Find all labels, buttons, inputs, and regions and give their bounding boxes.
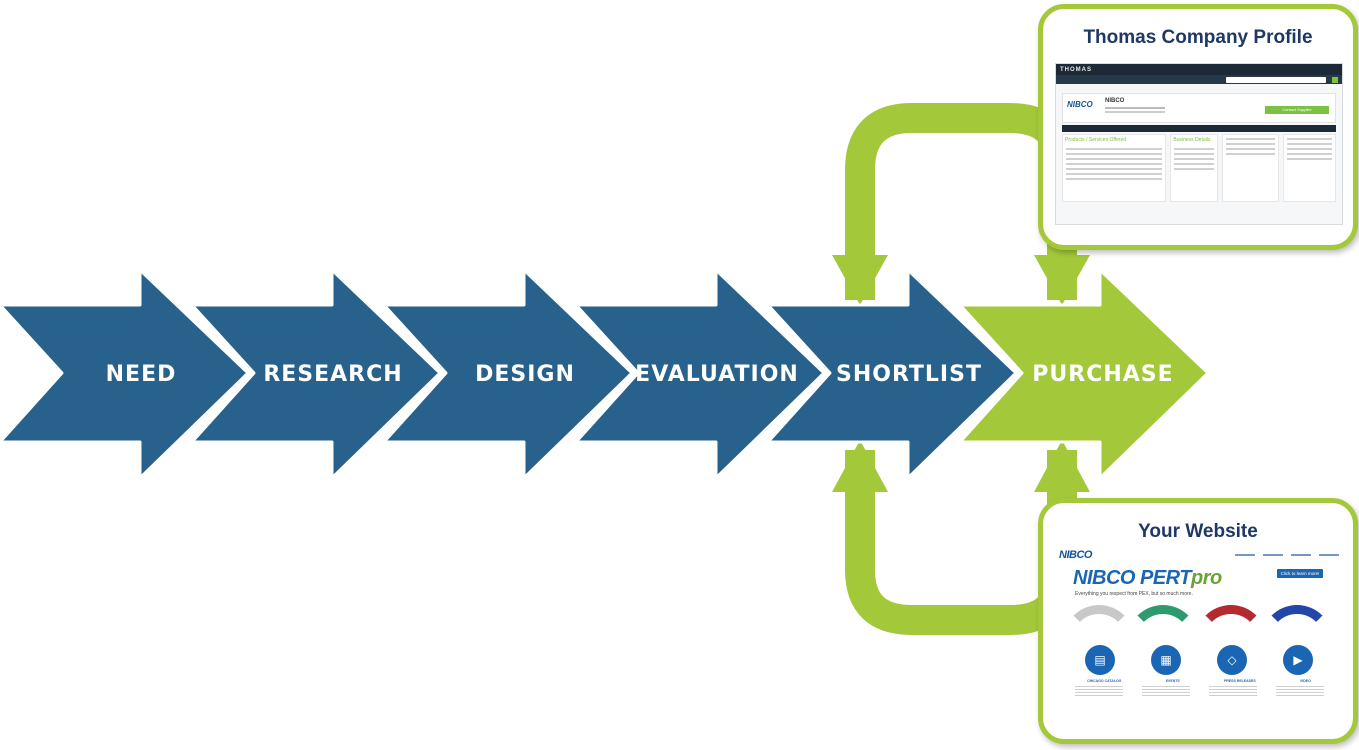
pipe-coil-red	[1195, 605, 1267, 642]
website-hero-brand: NIBCO PERTpro	[1073, 567, 1222, 589]
thomas-details-column: Business Details	[1170, 134, 1218, 202]
thomas-sub-nav	[1056, 75, 1342, 84]
thomas-sidebar-column	[1282, 134, 1336, 202]
stage-label-design: DESIGN	[475, 362, 575, 387]
loop-top-left-arrowhead	[832, 255, 888, 305]
thomas-contact-button: Contact Supplier	[1265, 106, 1329, 114]
loop-top-right-arrowhead	[1034, 255, 1090, 305]
thomas-company-info	[1105, 107, 1165, 109]
caption-events: EVENTS	[1165, 679, 1180, 683]
website-card-title: Your Website	[1138, 521, 1258, 542]
pipe-coil-green	[1127, 605, 1199, 642]
website-hero-cta: Click to learn more!	[1277, 569, 1323, 578]
stage-arrow-design	[382, 268, 634, 480]
website-hero: NIBCO PERTpro Everything you respect fro…	[1057, 561, 1341, 633]
thomas-products-column: Products / Services Offered	[1062, 134, 1167, 202]
website-screenshot: NIBCO NIBCO PERTpro Everything you respe…	[1057, 549, 1341, 727]
stage-arrow-evaluation	[574, 268, 826, 480]
calendar-icon: ▦	[1151, 645, 1181, 675]
thomas-breadcrumb	[1056, 84, 1342, 91]
thomas-logo: THOMAS	[1060, 66, 1092, 73]
stage-label-research: RESEARCH	[263, 362, 402, 387]
catalog-icon: ▤	[1085, 645, 1115, 675]
thomas-profile-screenshot: THOMAS NIBCO NIBCO Contact Supplier Prod…	[1055, 63, 1343, 225]
caption-press: PRESS RELEASES	[1223, 679, 1256, 683]
pipe-coil-blue	[1261, 605, 1333, 642]
pipe-coil-grey	[1063, 605, 1135, 642]
stage-arrow-purchase	[958, 268, 1210, 480]
loop-bottom-path	[845, 450, 1077, 635]
stage-label-evaluation: EVALUATION	[635, 362, 799, 387]
your-website-card: Your Website NIBCO NIBCO PERTpro Everyth…	[1038, 498, 1358, 744]
stage-arrow-need	[0, 268, 250, 480]
stage-label-need: NEED	[106, 362, 177, 387]
stage-arrow-research	[190, 268, 442, 480]
thomas-company-logo: NIBCO	[1067, 100, 1093, 109]
stage-arrow-shortlist	[766, 268, 1018, 480]
caption-catalog: CHICAGO CATALOG	[1087, 679, 1122, 683]
stage-chevrons: NEED RESEARCH DESIGN EVALUATION SHORTLIST PUR…	[0, 268, 1210, 480]
tag-icon: ◇	[1217, 645, 1247, 675]
loop-top-path	[845, 103, 1077, 300]
thomas-profile-body: Products / Services Offered Business Det…	[1062, 134, 1336, 202]
loop-bottom-left-arrowhead	[832, 440, 888, 492]
stage-label-purchase: PURCHASE	[1032, 362, 1173, 387]
thomas-company-header: NIBCO NIBCO Contact Supplier	[1062, 93, 1336, 123]
thomas-search-go	[1332, 76, 1338, 83]
website-feature-text	[1057, 683, 1341, 699]
thomas-products-heading: Products / Services Offered	[1065, 137, 1127, 143]
caption-video: VIDEO	[1299, 679, 1311, 683]
loop-bottom-right-arrowhead	[1034, 440, 1090, 492]
website-feature-icons: ▤ ▦ ◇ ▶	[1057, 633, 1341, 675]
website-feature-captions: CHICAGO CATALOG EVENTS PRESS RELEASES VI…	[1057, 675, 1341, 683]
thomas-profile-tabs	[1062, 125, 1336, 132]
thomas-top-nav: THOMAS	[1056, 64, 1342, 75]
website-hero-tagline: Everything you respect from PEX, but so …	[1075, 591, 1193, 597]
thomas-card-title: Thomas Company Profile	[1083, 27, 1313, 48]
video-icon: ▶	[1283, 645, 1313, 675]
thomas-diversity-column	[1221, 134, 1279, 202]
thomas-details-heading: Business Details	[1173, 137, 1211, 143]
thomas-company-name: NIBCO	[1105, 98, 1125, 104]
stage-label-shortlist: SHORTLIST	[836, 362, 982, 387]
thomas-search-bar	[1226, 76, 1326, 83]
website-header: NIBCO	[1057, 549, 1341, 561]
thomas-profile-card: Thomas Company Profile THOMAS NIBCO NIBC…	[1038, 4, 1358, 250]
website-logo: NIBCO	[1059, 549, 1092, 561]
